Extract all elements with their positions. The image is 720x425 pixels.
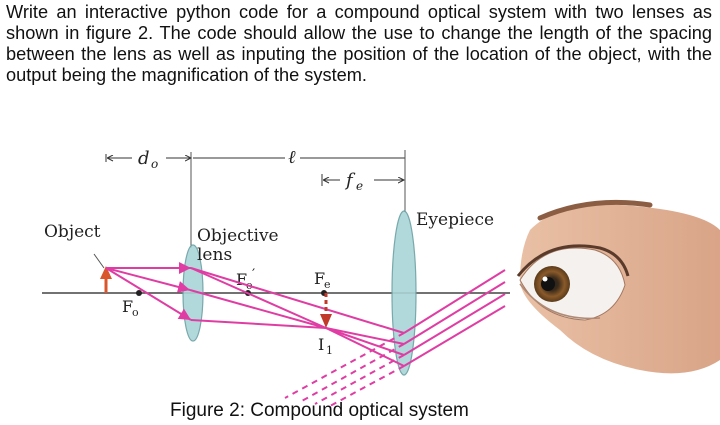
- label-f-sub: e: [356, 179, 363, 193]
- figure-caption: Figure 2: Compound optical system: [170, 400, 469, 421]
- eye-illustration: [516, 199, 720, 374]
- label-objective-line2: lens: [197, 245, 232, 265]
- label-Fe-sub: e: [324, 278, 331, 291]
- label-ell: ℓ: [288, 147, 296, 168]
- label-I1-sub: 1: [326, 344, 333, 357]
- virtual-rays: [284, 332, 405, 407]
- label-object: Object: [44, 222, 101, 242]
- label-I1: I: [318, 335, 324, 354]
- dimension-ell: [193, 152, 406, 164]
- label-eyepiece: Eyepiece: [416, 210, 494, 230]
- object-pointer: [93, 253, 105, 269]
- eyepiece-lens: [391, 210, 417, 376]
- label-Fo-prime: F: [236, 270, 247, 289]
- object-arrow: [100, 266, 112, 293]
- label-d: d: [138, 148, 150, 169]
- dimension-f-e: [321, 174, 404, 186]
- label-Fo-prime-mark: ′: [252, 267, 255, 283]
- question-text: Write an interactive python code for a c…: [6, 2, 712, 85]
- label-Fo-sub: o: [132, 306, 139, 319]
- dimension-d-o: [105, 154, 191, 162]
- label-f: f: [344, 170, 356, 191]
- label-Fe: F: [314, 269, 325, 288]
- label-objective-line1: Objective: [197, 226, 279, 246]
- focal-point-Fo: [136, 290, 142, 296]
- label-d-sub: o: [151, 157, 158, 171]
- rays: [105, 262, 506, 367]
- label-Fo: F: [122, 297, 133, 316]
- intermediate-image-arrow: [320, 293, 332, 328]
